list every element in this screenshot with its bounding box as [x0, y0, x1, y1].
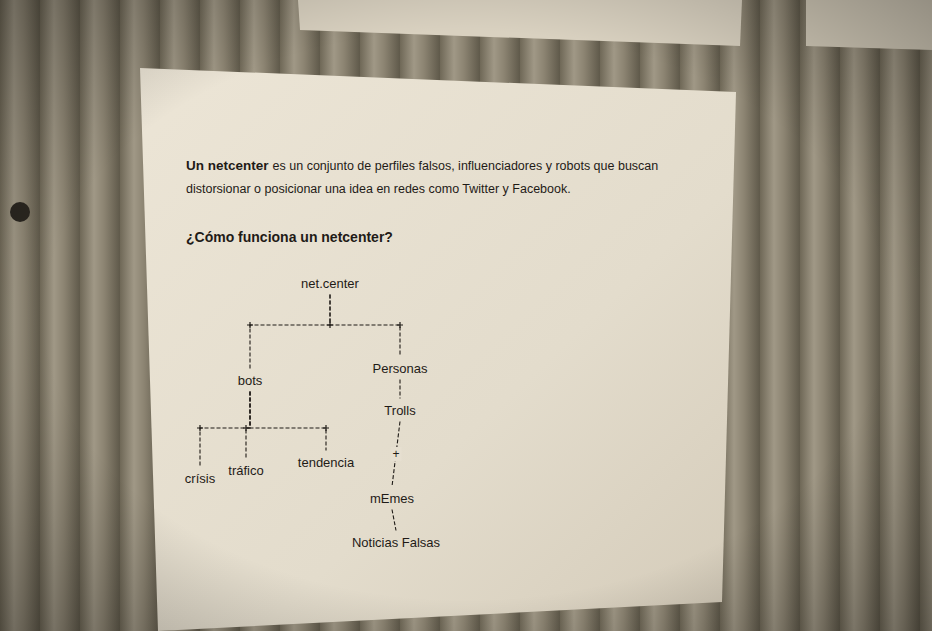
node-label: tendencia	[298, 455, 354, 470]
tree-node: tráfico	[225, 461, 266, 480]
tree-connector	[200, 392, 250, 467]
tree-node: bots	[235, 371, 266, 390]
node-label: bots	[238, 373, 263, 388]
junction-marks	[197, 322, 403, 431]
tree-node: Trolls	[381, 401, 418, 420]
tree-node: Noticias Falsas	[349, 533, 443, 552]
node-label: Trolls	[384, 403, 415, 418]
connector-label: +	[390, 447, 401, 461]
node-label: net.center	[301, 276, 359, 291]
heading: ¿Cómo funciona un netcenter?	[186, 229, 393, 245]
lead-term: Un netcenter	[186, 158, 269, 173]
node-label: Personas	[373, 361, 428, 376]
node-label: mEmes	[370, 491, 414, 506]
tree-node: crísis	[182, 469, 218, 488]
intro-paragraph: Un netcenteres un conjunto de perfiles f…	[186, 154, 706, 201]
tree-connector	[250, 392, 326, 451]
tree-node: tendencia	[295, 453, 357, 472]
tree-connector	[392, 510, 396, 531]
tree-connector	[399, 380, 400, 399]
tree-connector	[250, 295, 330, 369]
node-label: crísis	[185, 471, 215, 486]
tree-node: net.center	[298, 274, 362, 293]
tree-connector	[246, 392, 250, 459]
heading-text: ¿Cómo funciona un netcenter?	[186, 229, 393, 245]
tree-node: Personas	[370, 359, 431, 378]
node-label: Noticias Falsas	[352, 535, 440, 550]
node-label: tráfico	[228, 463, 263, 478]
tree-node: mEmes	[367, 489, 417, 508]
tree-connector	[330, 295, 400, 357]
